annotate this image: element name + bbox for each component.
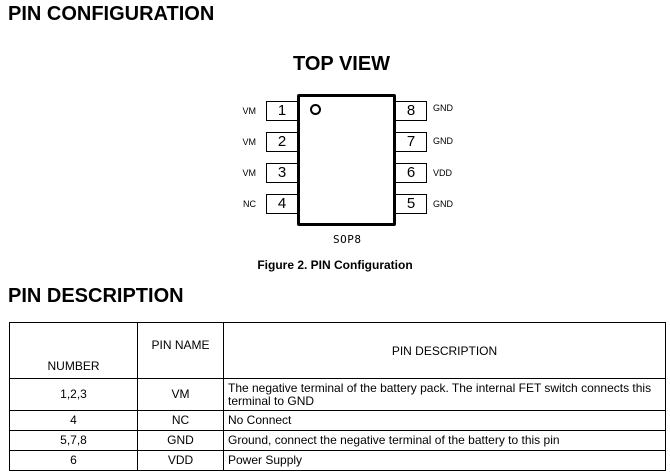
pin-3-number: 3 <box>266 163 297 183</box>
pin-configuration-heading: PIN CONFIGURATION <box>8 3 215 25</box>
cell-number: 1,2,3 <box>9 378 138 411</box>
pin-8-name: GND <box>433 103 453 113</box>
table-header-row: NUMBER PIN NAME PIN DESCRIPTION <box>9 322 666 379</box>
cell-description: No Connect <box>223 410 666 431</box>
table-row: 6 VDD Power Supply <box>9 450 666 471</box>
header-pin-name: PIN NAME <box>137 322 224 379</box>
pin-2-name: VM <box>242 137 257 147</box>
pin-6-name: VDD <box>433 168 453 178</box>
pin-1-name: VM <box>242 106 257 116</box>
pin-7-number: 7 <box>396 132 427 152</box>
header-number: NUMBER <box>9 322 138 379</box>
pin-description-table: NUMBER PIN NAME PIN DESCRIPTION 1,2,3 VM… <box>9 322 666 471</box>
chip-package-outline <box>297 94 396 226</box>
pin-3-name: VM <box>242 168 257 178</box>
cell-number: 5,7,8 <box>9 430 138 451</box>
cell-description: Ground, connect the negative terminal of… <box>223 430 666 451</box>
pin-4-name: NC <box>243 199 256 209</box>
pin-description-heading: PIN DESCRIPTION <box>8 285 184 307</box>
top-view-title: TOP VIEW <box>293 53 391 75</box>
pin-5-number: 5 <box>396 194 427 214</box>
pin1-marker-icon <box>310 104 321 115</box>
package-label: SOP8 <box>333 233 362 246</box>
table-row: 1,2,3 VM The negative terminal of the ba… <box>9 378 666 411</box>
cell-pin-name: NC <box>137 410 224 431</box>
cell-description: The negative terminal of the battery pac… <box>223 378 666 411</box>
cell-pin-name: VDD <box>137 450 224 471</box>
cell-number: 6 <box>9 450 138 471</box>
pin-7-name: GND <box>433 136 453 146</box>
pin-4-number: 4 <box>266 194 297 214</box>
figure-caption: Figure 2. PIN Configuration <box>257 258 413 272</box>
cell-pin-name: VM <box>137 378 224 411</box>
table-row: 5,7,8 GND Ground, connect the negative t… <box>9 430 666 451</box>
pin-8-number: 8 <box>396 101 427 121</box>
pin-6-number: 6 <box>396 163 427 183</box>
pin-2-number: 2 <box>266 132 297 152</box>
header-pin-description: PIN DESCRIPTION <box>223 322 666 379</box>
cell-number: 4 <box>9 410 138 431</box>
cell-pin-name: GND <box>137 430 224 451</box>
pin-1-number: 1 <box>266 101 297 121</box>
cell-description: Power Supply <box>223 450 666 471</box>
table-row: 4 NC No Connect <box>9 410 666 431</box>
pin-5-name: GND <box>433 199 453 209</box>
